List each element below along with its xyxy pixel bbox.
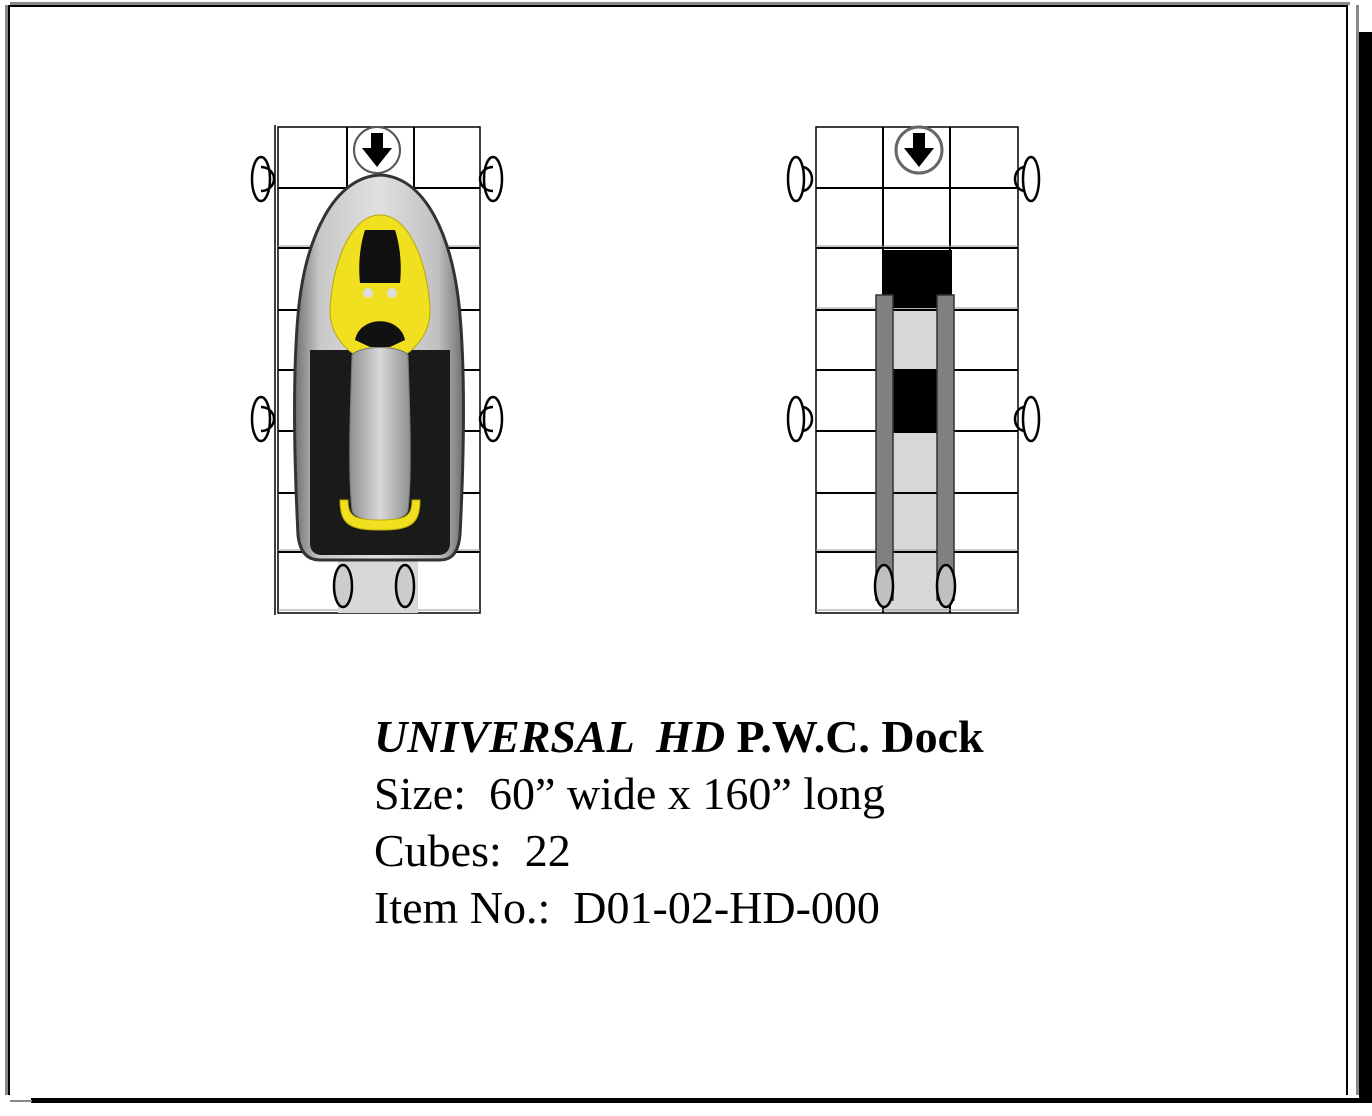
spec-value: 22 [501,825,571,876]
spec-value: 60” wide x 160” long [465,768,886,819]
roller-icon [873,563,957,609]
product-caption: UNIVERSAL HD P.W.C. Dock Size: 60” wide … [374,708,984,936]
spec-label: Size: [374,768,466,819]
page-frame [8,5,1348,1095]
spec-label: Item No.: [374,882,551,933]
spec-size: Size: 60” wide x 160” long [374,765,984,822]
spec-value: D01-02-HD-000 [550,882,880,933]
keel-block-middle [892,371,938,433]
brand-name: UNIVERSAL HD [374,711,726,762]
pwc-image [293,173,465,562]
page-border-left [5,5,8,1095]
roller-icon [332,563,416,609]
dock-with-pwc-diagram [240,115,520,625]
page-border-bottom [10,1100,32,1102]
direction-arrow-down-icon [894,125,944,175]
drive-on-rails [875,294,955,601]
product-title: UNIVERSAL HD P.W.C. Dock [374,708,984,765]
page-shadow-right [1359,32,1372,1102]
spec-cubes: Cubes: 22 [374,822,984,879]
direction-arrow-down-icon [353,126,401,174]
cleat-icon [250,155,504,443]
dock-empty-diagram [780,115,1060,625]
page-shadow-bottom [31,1098,1372,1103]
spec-label: Cubes: [374,825,502,876]
page-border-top [10,2,1350,5]
product-name: P.W.C. Dock [725,711,984,762]
page-border-right [1356,5,1359,1095]
cleat-icon [786,155,1041,443]
spec-item-number: Item No.: D01-02-HD-000 [374,879,984,936]
